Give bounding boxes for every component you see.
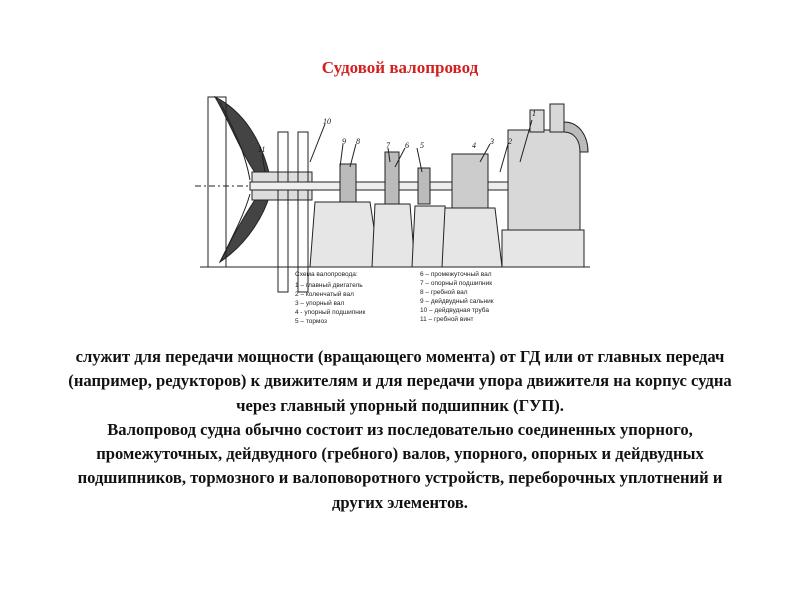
shaft-line-drawing: 1 2 3 4 5 6 7 8 9 10 11 Схема валопровод…: [195, 95, 590, 325]
legend-item: 6 – промежуточный вал: [420, 270, 492, 278]
part-number-5: 5: [420, 141, 424, 150]
main-engine: [507, 129, 581, 231]
part-number-9: 9: [342, 137, 346, 146]
body-paragraph-2: Валопровод судна обычно состоит из после…: [77, 419, 723, 512]
legend-item: 5 – тормоз: [295, 318, 327, 325]
legend-item: 1 – главный двигатель: [295, 281, 363, 289]
part-number-8: 8: [356, 137, 360, 146]
support-1: [339, 163, 357, 207]
part-number-4: 4: [472, 141, 476, 150]
legend-item: 8 – гребной вал: [420, 288, 468, 296]
foundation-4: [441, 207, 503, 268]
legend-item: 7 – опорный подшипник: [420, 279, 492, 287]
legend-item: 4 - упорный подшипник: [295, 308, 365, 316]
thrust-bearing: [451, 153, 489, 213]
body-paragraph-1: служит для передачи мощности (вращающего…: [68, 347, 732, 415]
legend-item: 9 – дейдвудный сальник: [420, 297, 494, 305]
part-number-11: 11: [258, 145, 265, 154]
legend-item: 2 – коленчатый вал: [295, 290, 354, 298]
body-text: служит для передачи мощности (вращающего…: [56, 345, 744, 515]
part-number-10: 10: [323, 117, 331, 126]
part-number-7: 7: [386, 141, 391, 150]
legend-item: 3 – упорный вал: [295, 299, 345, 307]
legend-item: 11 – гребной винт: [420, 315, 474, 323]
support-2: [384, 151, 400, 213]
part-number-3: 3: [489, 137, 494, 146]
support-3: [417, 167, 431, 205]
part-number-2: 2: [508, 137, 512, 146]
engine-foundation: [501, 229, 585, 268]
shaft-line-diagram: 1 2 3 4 5 6 7 8 9 10 11 Схема валопровод…: [190, 92, 610, 332]
legend-item: 10 – дейдвудная труба: [420, 306, 489, 314]
legend-title: Схема валопровода:: [295, 271, 358, 278]
foundation-2: [371, 203, 416, 268]
propeller-blade-lower: [218, 191, 271, 264]
foundation-1: [309, 201, 381, 268]
slide-title: Судовой валопровод: [321, 58, 479, 77]
part-number-6: 6: [405, 141, 409, 150]
rudder: [207, 96, 227, 268]
part-number-1: 1: [532, 109, 536, 118]
